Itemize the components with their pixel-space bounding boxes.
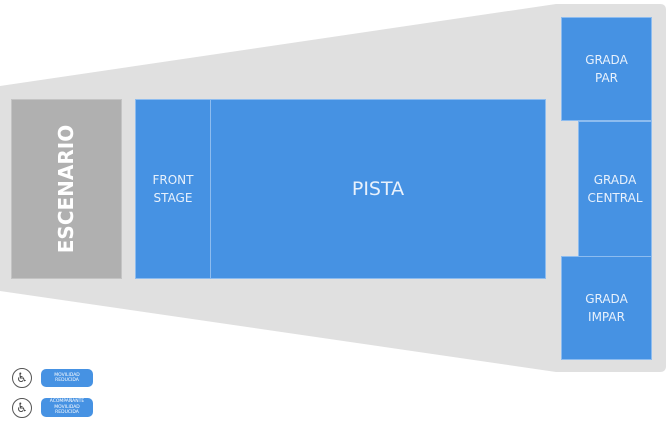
wheelchair-icon: ♿: [12, 368, 32, 388]
zone-grada-central[interactable]: GRADA CENTRAL: [578, 121, 652, 257]
stage-label: ESCENARIO: [54, 124, 79, 254]
zone-grada-par[interactable]: GRADA PAR: [561, 17, 652, 121]
stage: ESCENARIO: [11, 99, 122, 279]
legend-reduced-mobility-companion[interactable]: ACOMPAÑANTE MOVILIDAD REDUCIDA: [41, 398, 93, 417]
wheelchair-icon: ♿: [12, 398, 32, 418]
zone-front-stage[interactable]: FRONT STAGE: [135, 99, 211, 279]
legend-reduced-mobility[interactable]: MOVILIDAD REDUCIDA: [41, 369, 93, 387]
zone-grada-impar[interactable]: GRADA IMPAR: [561, 256, 652, 360]
zone-pista[interactable]: PISTA: [210, 99, 546, 279]
